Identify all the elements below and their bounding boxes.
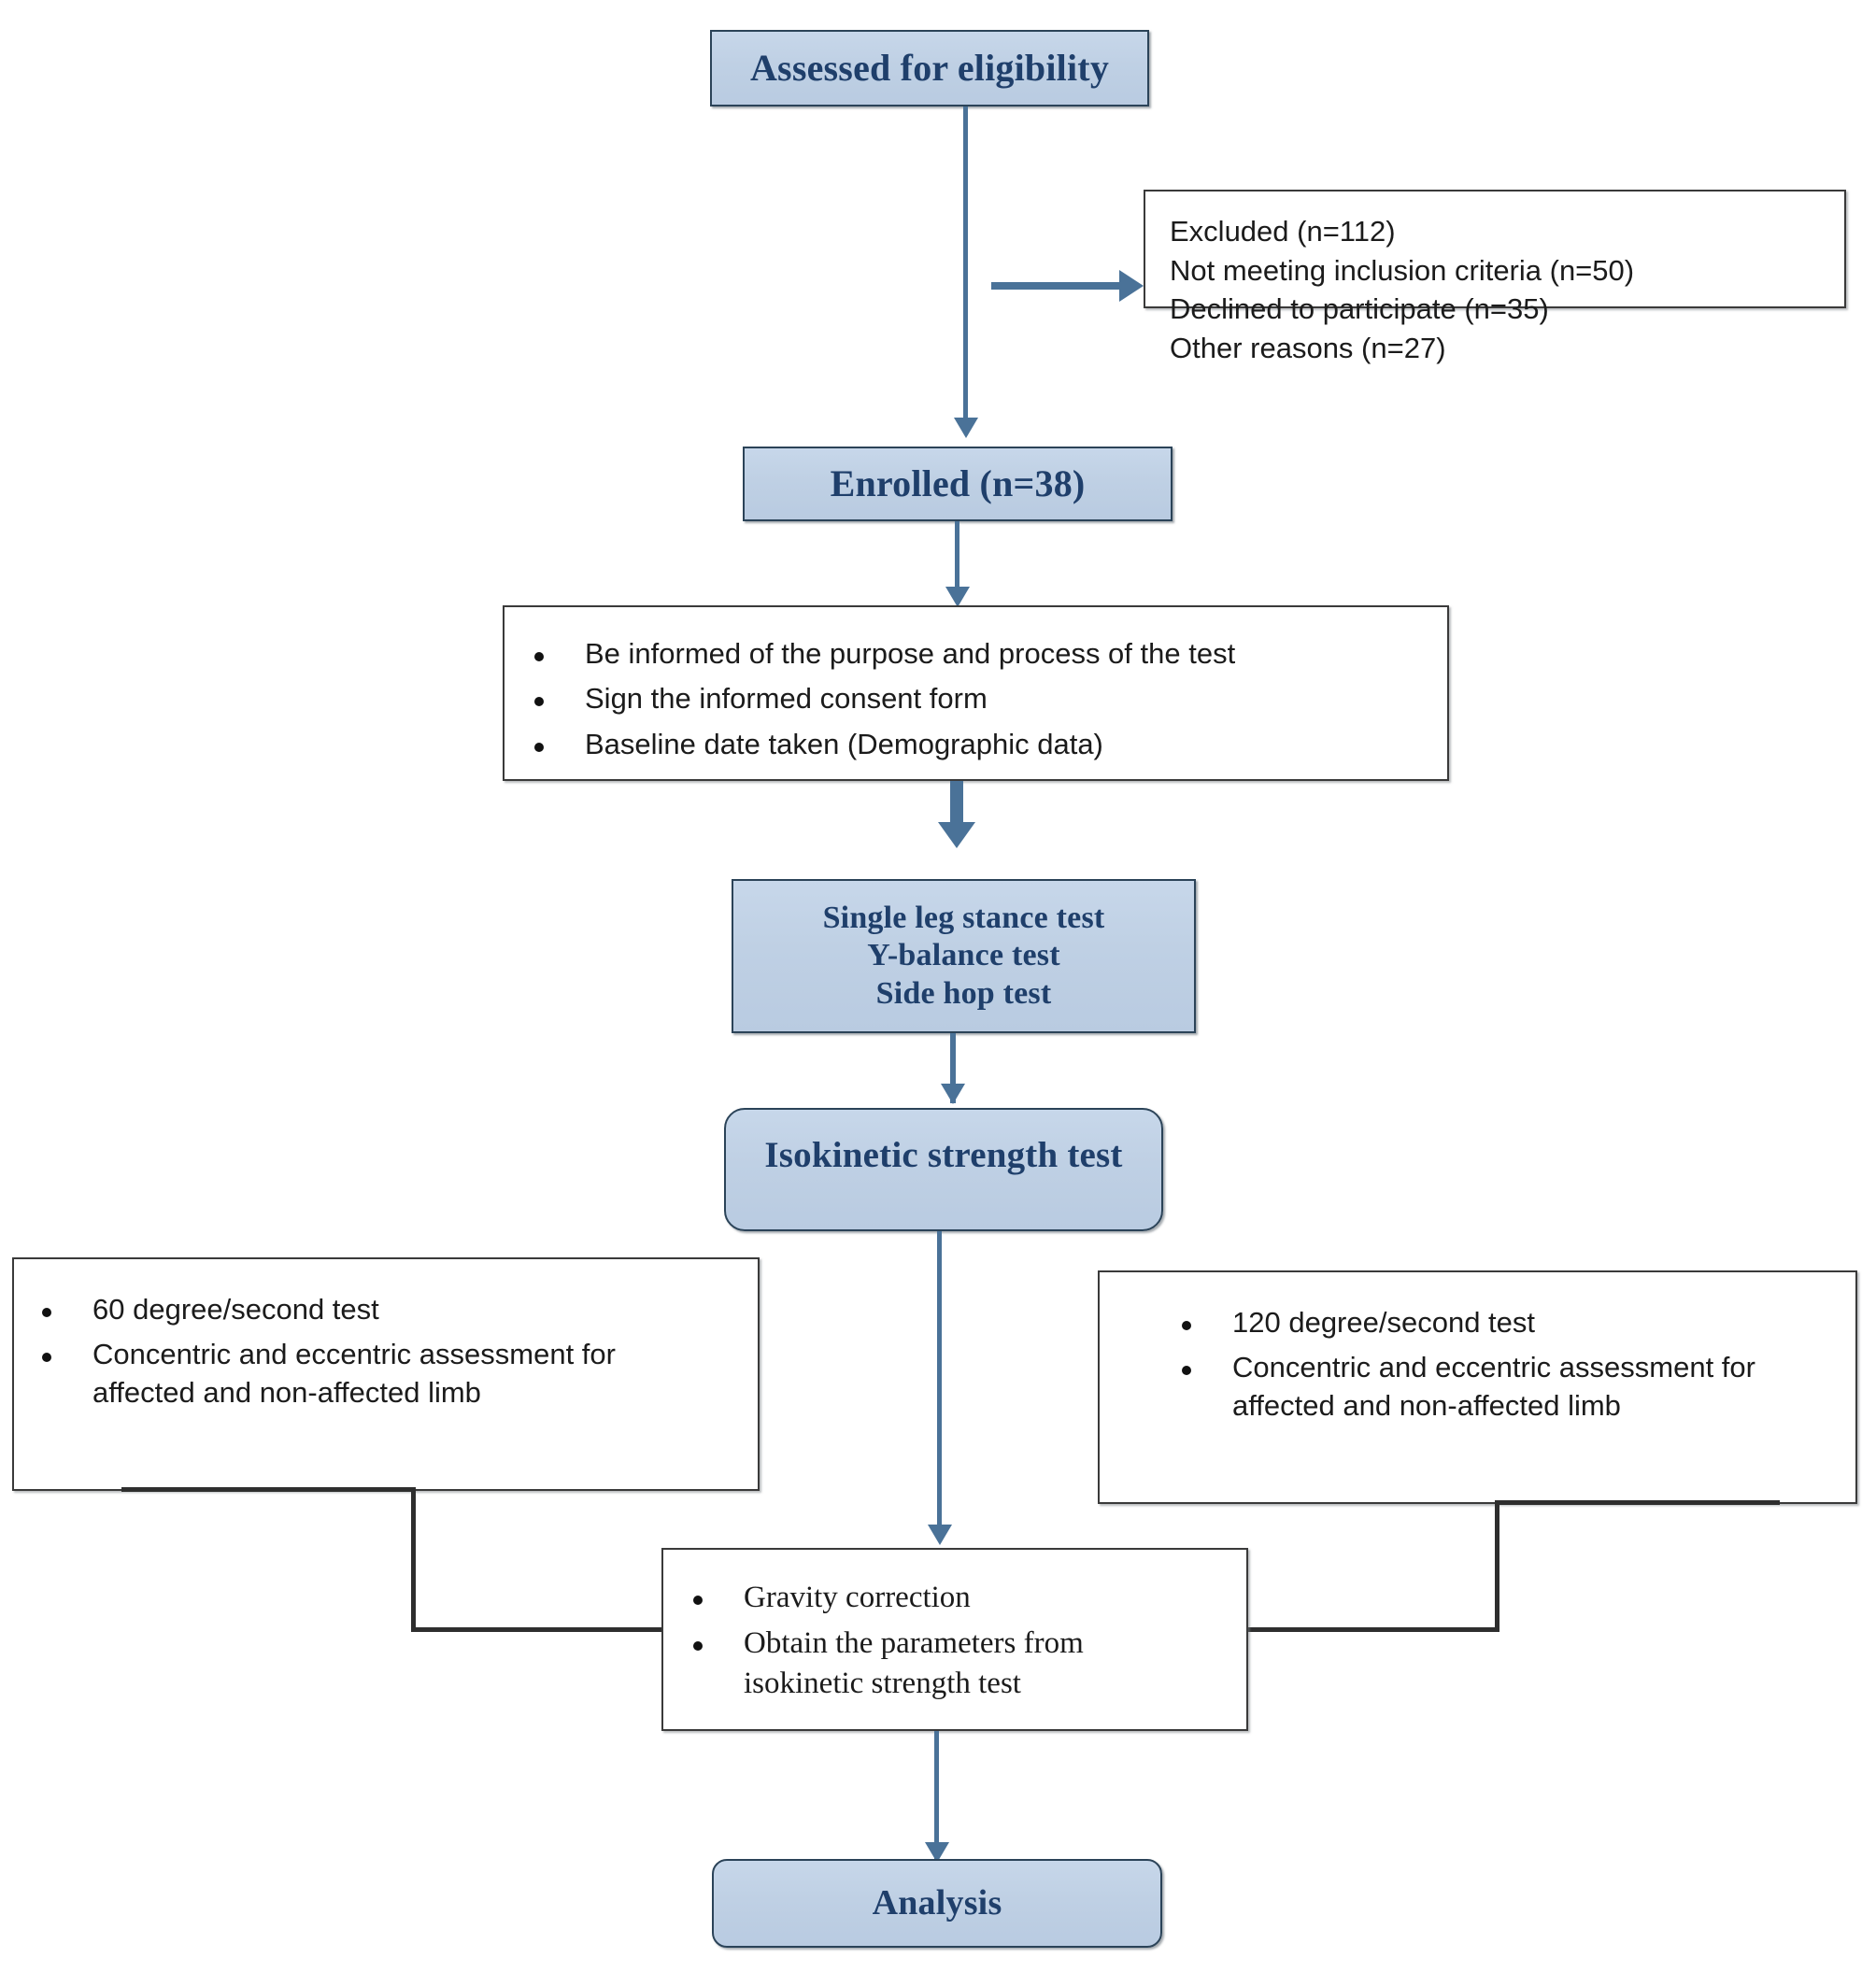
assessed-label: Assessed for eligibility: [749, 47, 1110, 90]
arrowhead-isokinetic-to-gravity: [928, 1525, 952, 1545]
arrowhead-balance-to-isokinetic: [941, 1084, 965, 1104]
node-enrolled: Enrolled (n=38): [743, 447, 1172, 521]
node-isokinetic-strength-test: Isokinetic strength test: [724, 1108, 1163, 1231]
balance-test-line: Side hop test: [875, 975, 1052, 1011]
list-item: Obtain the parameters from isokinetic st…: [686, 1624, 1136, 1704]
elbow-right-horizontal-top: [1499, 1500, 1780, 1505]
enrolled-label: Enrolled (n=38): [830, 462, 1086, 505]
connector-enrolled-to-baseline: [955, 521, 959, 594]
list-item: Be informed of the purpose and process o…: [527, 635, 1425, 673]
elbow-left-horizontal-bottom: [411, 1627, 663, 1632]
node-left-branch-60deg: 60 degree/second test Concentric and ecc…: [12, 1257, 760, 1491]
elbow-right-vertical: [1495, 1500, 1499, 1631]
gravity-list: Gravity correction Obtain the parameters…: [686, 1578, 1224, 1704]
list-item: 120 degree/second test: [1174, 1304, 1835, 1341]
connector-gravity-to-analysis: [934, 1731, 939, 1860]
node-baseline-procedures: Be informed of the purpose and process o…: [503, 605, 1449, 781]
connector-assessed-to-enrolled: [963, 106, 968, 428]
list-item: Sign the informed consent form: [527, 680, 1425, 717]
excluded-reason-1: Declined to participate (n=35): [1170, 292, 1549, 326]
node-excluded: Excluded (n=112) Not meeting inclusion c…: [1144, 190, 1846, 364]
arrowhead-baseline-to-balance: [938, 822, 975, 848]
excluded-reason-2: Other reasons (n=27): [1170, 331, 1446, 364]
list-item: Gravity correction: [686, 1578, 1224, 1618]
connector-to-excluded: [991, 282, 1124, 290]
node-gravity-correction: Gravity correction Obtain the parameters…: [661, 1548, 1248, 1731]
node-assessed-for-eligibility: Assessed for eligibility: [710, 30, 1149, 106]
balance-test-line: Y-balance test: [867, 938, 1060, 973]
node-right-branch-120deg: 120 degree/second test Concentric and ec…: [1098, 1270, 1857, 1504]
arrowhead-gravity-to-analysis: [925, 1842, 949, 1863]
arrowhead-enrolled-to-baseline: [945, 587, 970, 607]
right-branch-list: 120 degree/second test Concentric and ec…: [1174, 1304, 1835, 1425]
left-branch-list: 60 degree/second test Concentric and ecc…: [35, 1291, 737, 1412]
balance-tests-lines: Single leg stance test Y-balance test Si…: [823, 900, 1105, 1012]
node-balance-tests: Single leg stance test Y-balance test Si…: [732, 879, 1196, 1033]
baseline-list: Be informed of the purpose and process o…: [527, 635, 1425, 763]
isokinetic-label: Isokinetic strength test: [764, 1135, 1123, 1175]
connector-isokinetic-to-gravity: [937, 1231, 942, 1539]
list-item: 60 degree/second test: [35, 1291, 737, 1328]
excluded-reason-0: Not meeting inclusion criteria (n=50): [1170, 253, 1635, 287]
connector-balance-to-isokinetic: [950, 1033, 956, 1103]
list-item: Baseline date taken (Demographic data): [527, 726, 1425, 763]
arrowhead-to-excluded: [1119, 270, 1144, 302]
arrowhead-assessed-to-enrolled: [954, 418, 978, 438]
analysis-label: Analysis: [872, 1883, 1002, 1923]
balance-test-line: Single leg stance test: [822, 901, 1105, 936]
elbow-left-horizontal-top: [121, 1487, 416, 1492]
list-item: Concentric and eccentric assessment for …: [35, 1336, 690, 1412]
elbow-right-horizontal-bottom: [1243, 1627, 1499, 1632]
elbow-left-vertical: [411, 1487, 416, 1631]
list-item: Concentric and eccentric assessment for …: [1174, 1349, 1830, 1425]
excluded-heading: Excluded (n=112): [1170, 215, 1396, 248]
node-analysis: Analysis: [712, 1859, 1162, 1948]
